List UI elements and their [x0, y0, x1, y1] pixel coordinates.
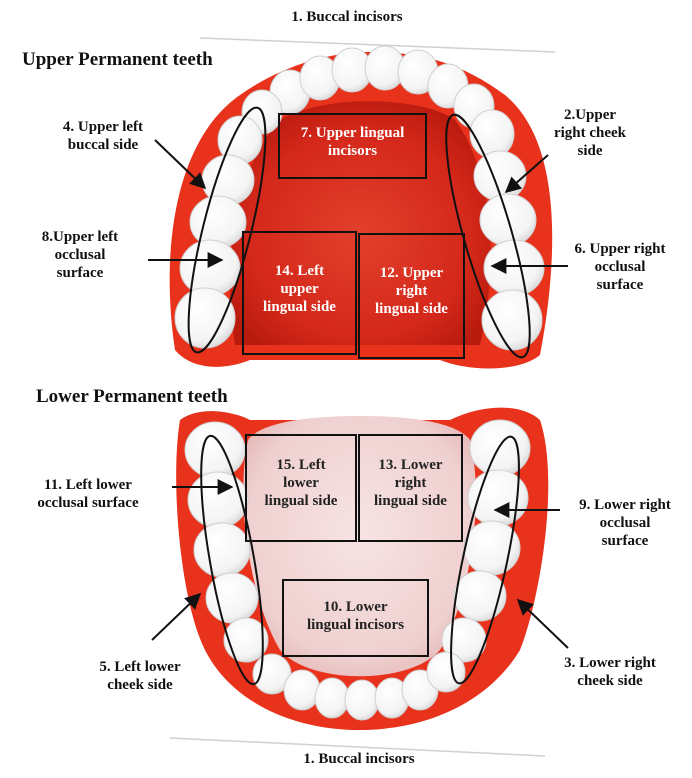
- box-label-left-upper-lingual-side: 14. Left upper lingual side: [243, 262, 356, 316]
- arrow-left-lower-cheek: [152, 594, 200, 640]
- box-label-upper-right-lingual-side: 12. Upper right lingual side: [359, 264, 464, 318]
- box-label-lower-right-lingual-side: 13. Lower right lingual side: [359, 456, 462, 510]
- upper-section-title: Upper Permanent teeth: [22, 49, 213, 71]
- label-left-lower-cheek-side: 5. Left lower cheek side: [70, 658, 210, 694]
- upper-jaw: [170, 46, 553, 368]
- box-label-upper-lingual-incisors: 7. Upper lingual incisors: [279, 124, 426, 160]
- box-label-lower-lingual-incisors: 10. Lower lingual incisors: [283, 598, 428, 634]
- label-upper-left-occlusal-surface: 8.Upper left occlusal surface: [20, 228, 140, 282]
- box-label-left-lower-lingual-side: 15. Left lower lingual side: [246, 456, 356, 510]
- label-lower-right-cheek-side: 3. Lower right cheek side: [540, 654, 680, 690]
- label-upper-right-occlusal-surface: 6. Upper right occlusal surface: [555, 240, 685, 294]
- label-left-lower-occlusal-surface: 11. Left lower occlusal surface: [8, 476, 168, 512]
- label-upper-left-buccal-side: 4. Upper left buccal side: [38, 118, 168, 154]
- lower-section-title: Lower Permanent teeth: [36, 386, 228, 408]
- label-lower-right-occlusal-surface: 9. Lower right occlusal surface: [560, 496, 690, 550]
- label-upper-right-cheek-side: 2.Upper right cheek side: [530, 106, 650, 160]
- label-buccal-incisors-bottom: 1. Buccal incisors: [274, 750, 444, 768]
- label-buccal-incisors-top: 1. Buccal incisors: [262, 8, 432, 26]
